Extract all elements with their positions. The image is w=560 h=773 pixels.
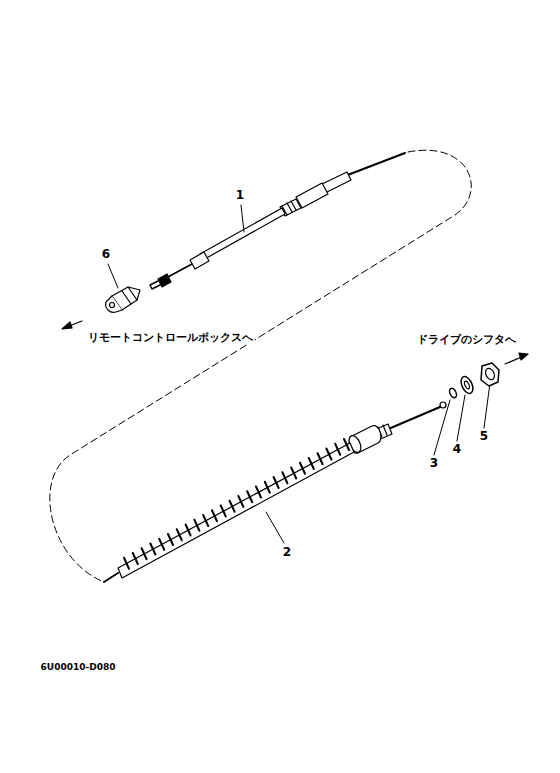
callout-number: 6 <box>100 248 112 261</box>
callout-number: 3 <box>428 457 440 470</box>
callout-number: 5 <box>478 430 490 443</box>
drawing-code: 6U00010-D080 <box>39 663 118 673</box>
callout-number: 2 <box>281 546 293 559</box>
direction-note: リモートコントロールボックスへ <box>86 332 255 344</box>
callout-number: 1 <box>234 189 246 202</box>
callout-number: 4 <box>451 443 463 456</box>
direction-note: ドライブのシフタへ <box>415 334 518 346</box>
